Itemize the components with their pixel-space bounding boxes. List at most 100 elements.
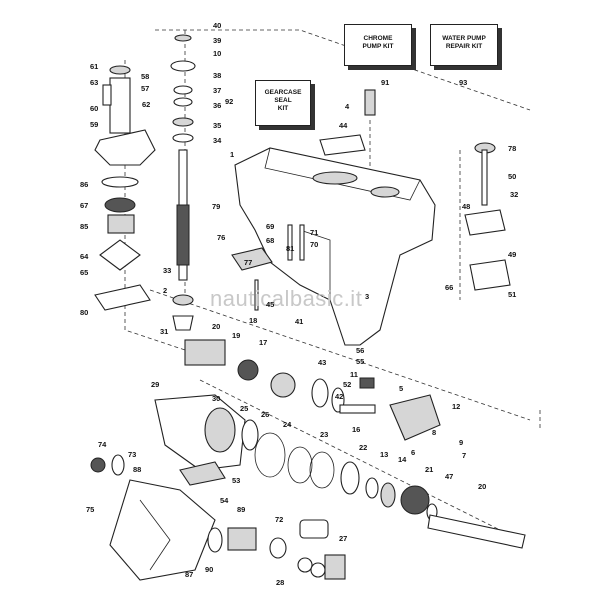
callout-56: 56 [356,346,365,355]
callout-20b: 20 [478,482,487,491]
hub-89 [227,527,257,551]
callout-28: 28 [276,578,285,587]
callout-57: 57 [141,84,150,93]
prop-axis-line [199,379,521,541]
bearing-27 [324,554,346,580]
callout-75: 75 [86,505,95,514]
callout-54: 54 [220,496,229,505]
callout-12: 12 [452,402,461,411]
callout-25: 25 [240,404,249,413]
callout-59: 59 [90,120,99,129]
callout-17: 17 [259,338,268,347]
callout-47: 47 [445,472,454,481]
callout-40: 40 [213,21,222,30]
callout-38: 38 [213,71,222,80]
callout-93: 93 [459,78,468,87]
callout-55: 55 [356,357,365,366]
callout-27: 27 [339,534,348,543]
callout-42: 42 [335,392,344,401]
callout-3: 3 [365,292,370,301]
callout-81: 81 [286,244,295,253]
callout-88: 88 [133,465,142,474]
callout-51: 51 [508,290,517,299]
thrust-washer-22 [340,461,360,495]
callout-13: 13 [380,450,389,459]
callout-70: 70 [310,240,319,249]
callout-43: 43 [318,358,327,367]
callout-87: 87 [185,570,194,579]
gearcase-kit-line-3: KIT [277,105,289,112]
callout-50: 50 [508,172,517,181]
gearcase-seal-kit-box: GEARCASE SEAL KIT [255,80,311,126]
ring-28a [297,557,313,573]
gearcase-port-2 [370,186,400,198]
plate-80 [94,284,151,311]
callout-33: 33 [163,266,172,275]
callout-29: 29 [151,380,160,389]
thrust-washer-90 [207,527,223,553]
oring-37 [173,85,193,95]
bearing-14 [380,482,396,508]
callout-91: 91 [381,78,390,87]
pump-housing-base [94,129,156,166]
forward-gear-15 [270,372,296,398]
propeller-blade-line [139,499,171,571]
callout-39: 39 [213,36,222,45]
callout-90: 90 [205,565,214,574]
callout-78: 78 [508,144,517,153]
callout-37: 37 [213,86,222,95]
reverse-gear-21 [400,485,430,515]
part-circle-detail [299,519,329,539]
callout-19: 19 [232,331,241,340]
callout-35: 35 [213,121,222,130]
chrome-pump-kit-box: CHROME PUMP KIT [344,24,412,66]
pump-frame-line [124,60,201,356]
shift-cam-76 [231,247,273,271]
callout-7: 7 [462,451,467,460]
oring-36 [173,97,193,107]
washer-13 [365,477,379,499]
callout-6: 6 [411,448,416,457]
callout-34: 34 [213,136,222,145]
waterpump-kit-line-1: WATER PUMP [442,35,486,42]
nut-74 [90,457,106,473]
callout-85: 85 [80,222,89,231]
ring-28b [310,562,326,578]
callout-18: 18 [249,316,258,325]
callout-24: 24 [283,420,292,429]
ring-23a [287,446,313,484]
bearing-housing-20 [184,339,226,366]
cradle-16 [339,404,376,414]
callout-41: 41 [295,317,304,326]
part-11 [359,377,375,389]
callout-77: 77 [244,258,253,267]
callout-52: 52 [343,380,352,389]
tube-housing-48 [464,209,506,236]
callout-36: 36 [213,101,222,110]
callout-73: 73 [128,450,137,459]
waterpump-kit-line-2: REPAIR KIT [445,43,483,50]
callout-89: 89 [237,505,246,514]
clutch-dog-5 [389,394,441,441]
propeller-shaft-20 [427,514,526,549]
callout-80: 80 [80,308,89,317]
gearcase-kit-line-1: GEARCASE [264,89,302,96]
driveshaft-spline [176,204,190,266]
callout-60: 60 [90,104,99,113]
callout-45: 45 [266,300,275,309]
pinion-31 [172,315,194,331]
bearing-2 [172,294,194,306]
gear-17 [237,359,259,381]
callout-63: 63 [90,78,99,87]
plate-51 [469,259,511,291]
callout-5: 5 [399,384,404,393]
callout-4: 4 [345,102,350,111]
chrome-kit-line-2: PUMP KIT [362,43,394,50]
callout-1: 1 [230,150,235,159]
callout-58: 58 [141,72,150,81]
shift-rod-77 [254,279,259,311]
callout-68: 68 [266,236,275,245]
washer-72 [269,537,287,559]
callout-66: 66 [445,283,454,292]
